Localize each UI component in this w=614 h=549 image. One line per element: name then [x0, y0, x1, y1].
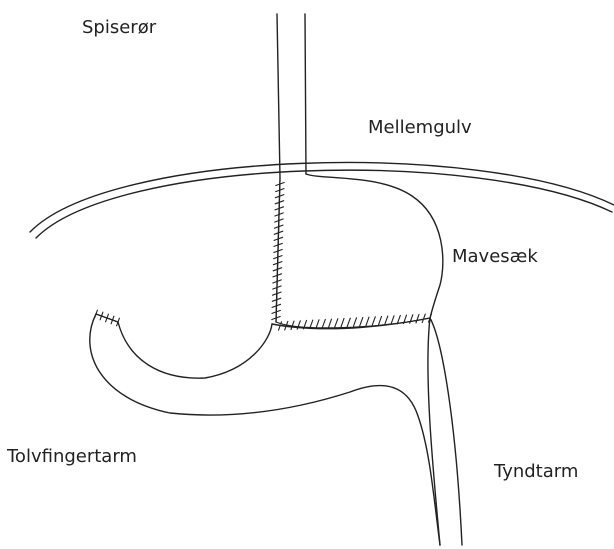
esophagus-left-wall — [277, 14, 280, 178]
duodenum-inner — [118, 322, 272, 378]
duodenum-staple-line — [95, 310, 120, 326]
label-diaphragm: Mellemgulv — [368, 119, 472, 137]
duodenum-outer — [90, 314, 440, 545]
suture-staples — [95, 180, 432, 330]
label-small-intestine: Tyndtarm — [494, 463, 578, 481]
vertical-staple-line — [272, 180, 284, 322]
label-stomach: Mavesæk — [452, 248, 538, 266]
esophagus-right-wall — [305, 14, 306, 174]
label-duodenum: Tolvfingertarm — [7, 448, 137, 466]
diaphragm-inner-line — [36, 170, 612, 238]
stomach-outline — [272, 174, 443, 329]
small-intestine-right — [430, 318, 462, 545]
label-esophagus: Spiserør — [82, 19, 156, 37]
small-intestine-left — [428, 318, 440, 545]
